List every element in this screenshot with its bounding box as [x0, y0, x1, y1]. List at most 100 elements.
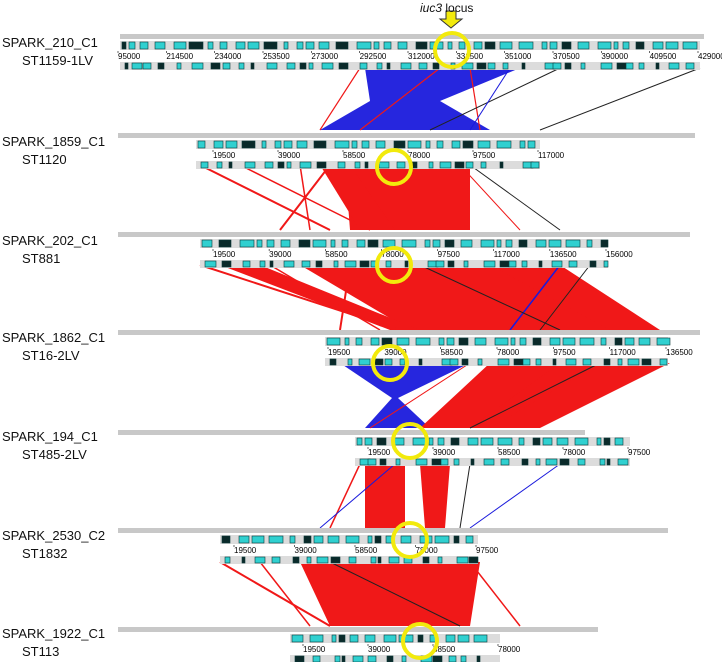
locus-arrow-icon	[438, 10, 464, 29]
gene-arrow	[154, 41, 166, 50]
position-tick-label: 39000	[368, 645, 391, 654]
position-tick-label: 19500	[234, 546, 257, 555]
gene-arrow	[238, 535, 250, 544]
gene-arrow	[347, 358, 353, 366]
gene-arrow	[449, 358, 459, 366]
gene-arrow	[296, 41, 304, 50]
gene-arrow	[356, 239, 366, 248]
iuc3-locus-label: iuc3 locus	[420, 1, 474, 15]
gene-arrow	[497, 437, 513, 446]
match-band	[365, 68, 520, 101]
gene-arrow	[238, 62, 245, 70]
gene-arrow	[467, 437, 479, 446]
gene-arrow	[418, 62, 428, 70]
gene-arrow	[483, 260, 496, 268]
gene-arrow	[241, 556, 246, 564]
gene-arrow	[299, 62, 307, 70]
gene-arrow	[448, 655, 457, 663]
gene-arrow	[460, 655, 467, 663]
gene-arrow	[407, 140, 422, 149]
gene-arrow	[565, 358, 577, 366]
position-tick-label: 19500	[303, 645, 326, 654]
gene-arrow	[200, 161, 209, 169]
match-band	[320, 165, 395, 230]
match-line	[269, 264, 381, 331]
gene-arrow	[500, 458, 510, 466]
gene-arrow	[579, 337, 595, 346]
gene-arrow	[432, 239, 441, 248]
contig-name-label: SPARK_210_C1	[2, 35, 98, 50]
gene-arrow	[201, 239, 213, 248]
match-line	[299, 164, 311, 231]
gene-arrow	[124, 62, 129, 70]
match-band	[400, 165, 445, 230]
gene-arrow	[497, 358, 510, 366]
position-tick-label: 156000	[606, 250, 633, 259]
gene-arrow	[412, 437, 427, 446]
gene-arrow	[638, 337, 651, 346]
position-tick-label: 19500	[213, 151, 236, 160]
match-line	[469, 463, 561, 529]
gene-arrow	[437, 556, 443, 564]
match-line	[339, 264, 351, 331]
gene-arrow	[659, 358, 668, 366]
gene-arrow	[603, 437, 611, 446]
contig-backbone	[118, 330, 700, 335]
gene-arrow	[641, 358, 652, 366]
contig-backbone	[118, 232, 690, 237]
contig-name-label: SPARK_1862_C1	[2, 330, 106, 345]
gene-arrow	[440, 458, 449, 466]
iuc3-highlight-circle	[375, 148, 413, 186]
gene-arrow	[451, 140, 461, 149]
gene-arrow	[600, 62, 613, 70]
sequence-type-label: ST113	[22, 644, 60, 659]
gene-arrow	[367, 535, 373, 544]
iuc3-highlight-circle	[375, 246, 413, 284]
gene-arrow	[463, 260, 469, 268]
gene-arrow	[142, 62, 152, 70]
contig-name-label: SPARK_1922_C1	[2, 626, 106, 641]
gene-arrow	[289, 535, 296, 544]
position-tick-label: 78000	[381, 250, 404, 259]
position-tick-label: 39000	[278, 151, 301, 160]
gene-arrow	[564, 62, 572, 70]
gene-arrow	[527, 140, 536, 149]
gene-arrow	[318, 41, 330, 50]
position-tick-label: 58500	[325, 250, 348, 259]
gene-arrow	[556, 437, 569, 446]
gene-arrow	[334, 655, 341, 663]
gene-arrow	[617, 358, 623, 366]
gene-arrow	[221, 535, 231, 544]
position-tick-label: 429000	[698, 52, 722, 61]
gene-arrow	[480, 239, 495, 248]
gene-arrow	[313, 535, 324, 544]
gene-arrow	[552, 358, 557, 366]
gene-arrow	[157, 62, 165, 70]
gene-arrow	[447, 260, 455, 268]
position-tick-label: 78000	[408, 151, 431, 160]
gene-arrow	[299, 161, 312, 169]
gene-arrow	[139, 41, 149, 50]
gene-arrow	[204, 260, 217, 268]
gene-arrow	[384, 358, 393, 366]
gene-arrow	[502, 62, 509, 70]
match-band	[220, 265, 420, 330]
gene-arrow	[477, 358, 483, 366]
gene-arrow	[453, 535, 460, 544]
gene-arrow	[418, 358, 423, 366]
gene-arrow	[344, 260, 357, 268]
gene-arrow	[131, 62, 143, 70]
gene-arrow	[395, 458, 401, 466]
gene-arrow	[532, 437, 541, 446]
position-tick-label: 97500	[553, 348, 576, 357]
gene-arrow	[338, 62, 349, 70]
gene-arrow	[456, 556, 469, 564]
match-band	[300, 265, 630, 330]
gene-arrow	[225, 140, 238, 149]
gene-arrow	[447, 41, 453, 50]
position-tick-label: 39000	[433, 448, 456, 457]
match-line	[329, 463, 361, 529]
gene-arrow	[271, 556, 281, 564]
gene-arrow	[221, 260, 232, 268]
gene-arrow	[331, 634, 337, 643]
